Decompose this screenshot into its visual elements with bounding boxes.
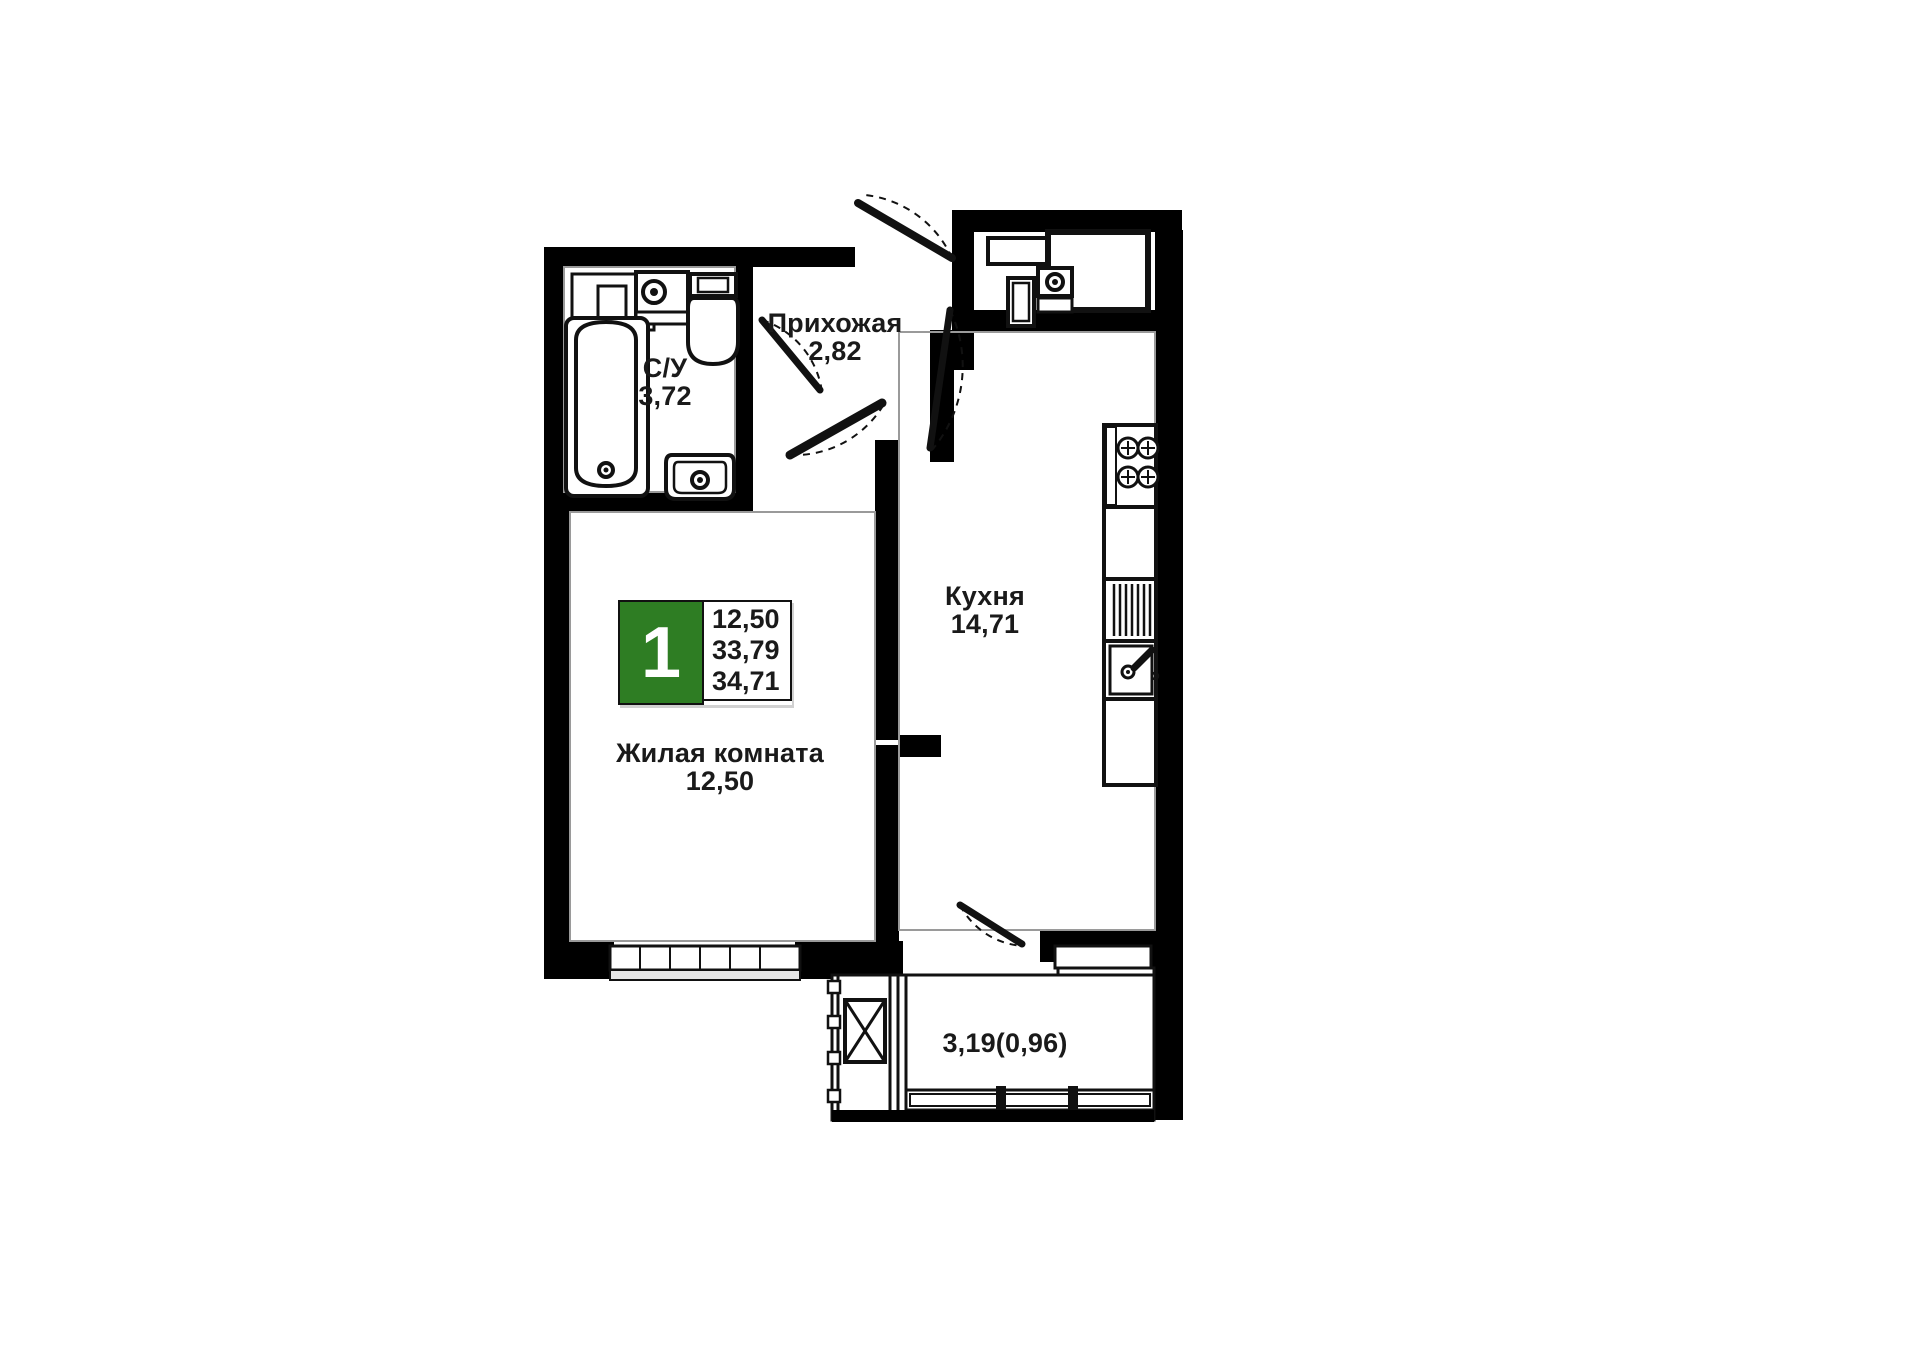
area-summary-box: 12,50 33,79 34,71 — [704, 600, 792, 701]
balcony-bottom-edge — [832, 1110, 1154, 1122]
room-area-kitchen: 14,71 — [950, 608, 1020, 639]
door-entrance — [854, 194, 956, 262]
room-name-hallway: Прихожая — [767, 308, 903, 338]
water-heater-icon — [634, 270, 690, 326]
hall-meter-icon — [1036, 266, 1074, 314]
wall-living-left — [544, 492, 570, 957]
room-name-kitchen: Кухня — [945, 581, 1025, 611]
wall-kitchen-right — [1155, 230, 1183, 960]
wall-living-bottom-left — [544, 941, 614, 979]
washbasin-icon — [664, 453, 736, 501]
wall-niche-bottom — [974, 310, 1177, 332]
total-area-value: 34,71 — [712, 666, 780, 697]
wall-partition-stub — [899, 735, 941, 757]
kitchen-worktop — [1102, 505, 1158, 581]
room-area-bathroom: 3,72 — [638, 380, 692, 411]
toilet-icon — [686, 272, 740, 367]
room-name-bathroom: С/У — [642, 353, 688, 383]
balcony-area-label: 3,19(0,96) — [905, 1028, 1105, 1058]
room-count-badge: 1 — [618, 600, 704, 705]
wall-hall-top — [952, 210, 1182, 232]
kitchen-stove-icon — [1102, 423, 1160, 509]
wall-hall-right-vertical — [952, 210, 974, 370]
door-balcony — [956, 901, 1026, 948]
room-label-living-room: Жилая комната 12,50 — [560, 738, 880, 796]
apartment-summary-badge[interactable]: 1 12,50 33,79 34,71 — [618, 600, 792, 705]
living-area-value: 12,50 — [712, 603, 780, 634]
balcony-railing-left — [826, 973, 892, 1122]
room-label-bathroom: С/У 3,72 — [600, 353, 730, 411]
hall-cabinet-icon — [1006, 276, 1036, 328]
window-living-room — [608, 944, 802, 981]
wall-partition-upper — [875, 440, 899, 740]
room-label-kitchen: Кухня 14,71 — [905, 581, 1065, 639]
balcony-front-glazing — [904, 1086, 1156, 1114]
door-kitchen — [926, 306, 964, 452]
room-area-hallway: 2,82 — [808, 335, 862, 366]
bathtub-icon — [564, 316, 650, 498]
doors-group — [758, 194, 1026, 948]
wall-bath-top — [544, 247, 855, 267]
outline-living-inner — [569, 511, 876, 942]
balcony-group — [826, 973, 1156, 1122]
wall-bath-left — [544, 247, 564, 512]
area-without-balcony-value: 33,79 — [712, 634, 780, 665]
kitchen-fixtures-group — [986, 229, 1160, 787]
room-name-living-room: Жилая комната — [616, 738, 824, 768]
bathroom-fixtures-group — [564, 270, 740, 501]
room-label-hallway: Прихожая 2,82 — [735, 308, 935, 366]
room-area-living-room: 12,50 — [685, 765, 755, 796]
door-living-room — [785, 398, 887, 460]
balcony-area-value: 3,19(0,96) — [942, 1028, 1068, 1058]
kitchen-drainboard-icon — [1102, 577, 1158, 643]
wall-balcony-right — [1151, 930, 1183, 1120]
kitchen-sink-icon — [1102, 639, 1160, 701]
door-bathroom — [758, 316, 824, 394]
wall-partition-lower — [875, 745, 899, 957]
